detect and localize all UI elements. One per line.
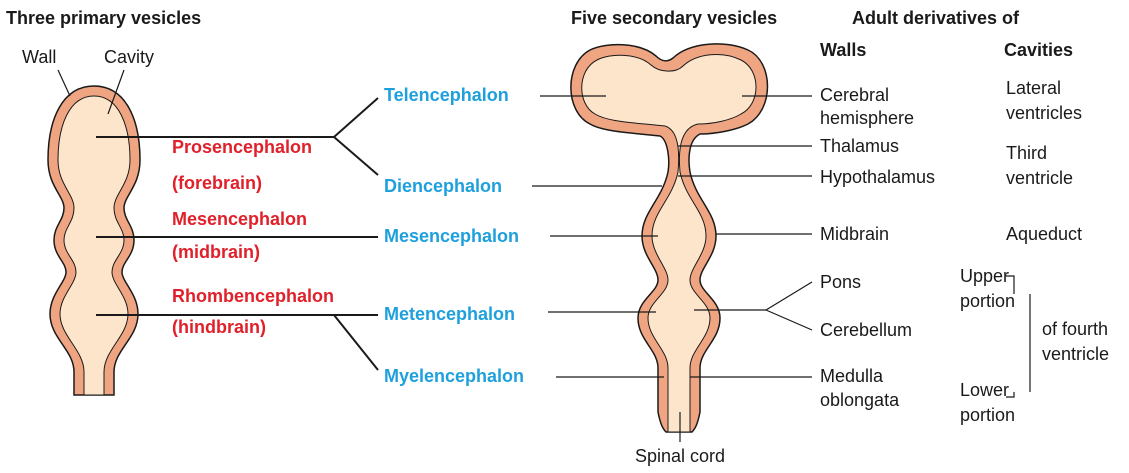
adult-derivatives-header: Adult derivatives of [852,8,1020,28]
upper-portion-label-2: portion [960,291,1015,311]
upper-portion-label-1: Upper [960,266,1009,286]
medulla-label-1: Medulla [820,366,884,386]
lateral-label-1: Lateral [1006,78,1061,98]
pons-label: Pons [820,272,861,292]
telencephalon-label: Telencephalon [384,85,509,105]
lower-portion-label-1: Lower [960,380,1009,400]
forebrain-label: (forebrain) [172,173,262,193]
secondary-vesicles-header: Five secondary vesicles [571,8,777,28]
spinal-cord-label: Spinal cord [635,446,725,466]
midbrain-label: (midbrain) [172,242,260,262]
cavity-label: Cavity [104,47,154,67]
third-label-2: ventricle [1006,168,1073,188]
thalamus-label: Thalamus [820,136,899,156]
cerebral-label-2: hemisphere [820,108,914,128]
cerebral-label-1: Cerebral [820,85,889,105]
cerebellum-branch [766,310,812,330]
aqueduct-label: Aqueduct [1006,224,1082,244]
secondary-tube-cavity [582,54,756,432]
hypothalamus-label: Hypothalamus [820,167,935,187]
mesencephalon-primary-label: Mesencephalon [172,209,307,229]
rhombencephalon-to-myelencephalon [334,315,378,370]
prosencephalon-to-telencephalon [334,98,378,137]
hindbrain-label: (hindbrain) [172,317,266,337]
walls-header: Walls [820,40,866,60]
midbrain-derivative-label: Midbrain [820,224,889,244]
fourth-ventricle-label-2: ventricle [1042,344,1109,364]
lateral-label-2: ventricles [1006,103,1082,123]
secondary-vesicles-tube [571,44,768,432]
myelencephalon-label: Myelencephalon [384,366,524,386]
pons-branch [766,282,812,310]
rhombencephalon-label: Rhombencephalon [172,286,334,306]
prosencephalon-to-diencephalon [334,137,378,175]
cavities-header: Cavities [1004,40,1073,60]
mesencephalon-secondary-label: Mesencephalon [384,226,519,246]
third-label-1: Third [1006,143,1047,163]
diencephalon-label: Diencephalon [384,176,502,196]
cerebellum-label: Cerebellum [820,320,912,340]
prosencephalon-label: Prosencephalon [172,137,312,157]
wall-label: Wall [22,47,56,67]
primary-vesicles-tube [48,86,140,395]
primary-vesicles-header: Three primary vesicles [6,8,201,28]
medulla-label-2: oblongata [820,390,900,410]
lower-portion-label-2: portion [960,405,1015,425]
wall-leader [58,70,70,96]
fourth-ventricle-label-1: of fourth [1042,319,1108,339]
metencephalon-label: Metencephalon [384,304,515,324]
